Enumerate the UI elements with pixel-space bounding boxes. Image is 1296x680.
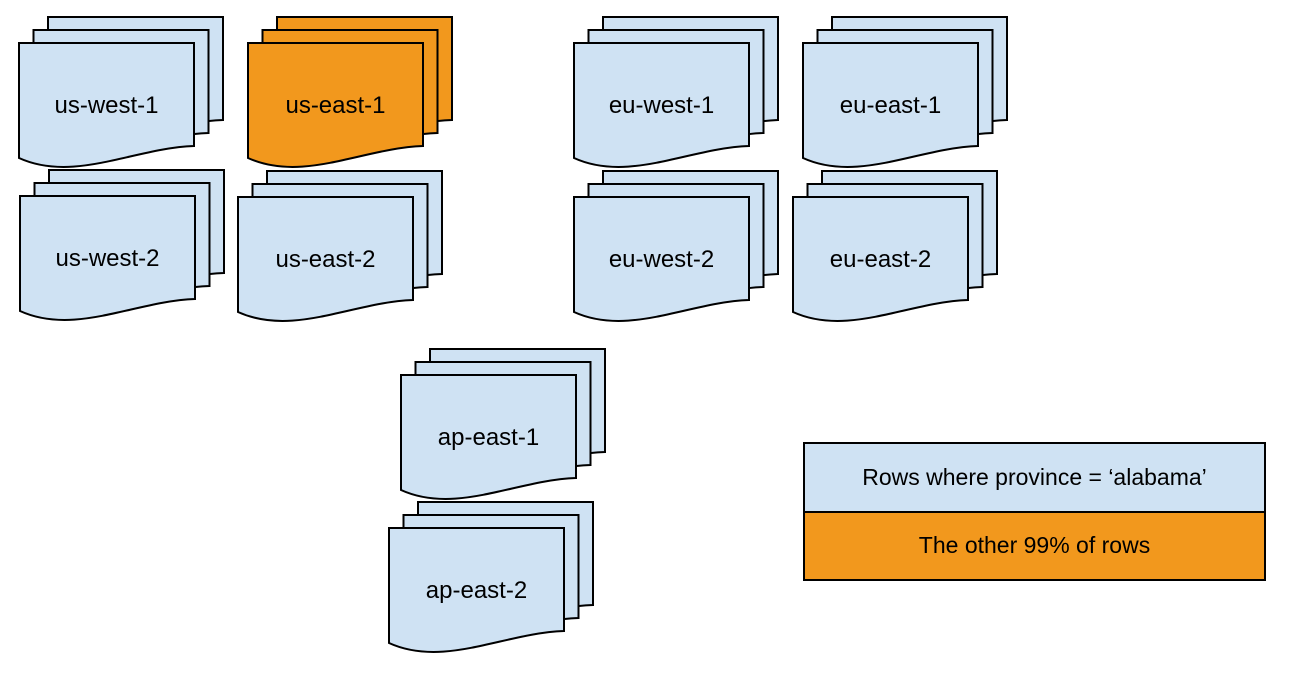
legend-item-label: Rows where province = ‘alabama’	[862, 463, 1207, 490]
document-stack-icon	[792, 170, 998, 322]
region-stack-eu-east-2: eu-east-2	[791, 169, 1001, 326]
document-front	[247, 42, 424, 168]
document-front	[18, 42, 195, 168]
document-front	[802, 42, 979, 168]
region-stack-eu-west-2: eu-west-2	[572, 169, 782, 326]
region-stack-eu-west-1: eu-west-1	[572, 15, 782, 172]
document-front	[792, 196, 969, 322]
legend-item: The other 99% of rows	[805, 512, 1264, 579]
region-stack-us-east-2: us-east-2	[236, 169, 446, 326]
document-stack-icon	[247, 16, 453, 168]
document-stack-icon	[573, 16, 779, 168]
document-front	[388, 527, 565, 653]
region-stack-us-west-2: us-west-2	[18, 168, 228, 325]
document-stack-icon	[400, 348, 606, 500]
document-front	[573, 42, 750, 168]
document-stack-icon	[237, 170, 443, 322]
region-stack-ap-east-2: ap-east-2	[387, 500, 597, 657]
document-front	[19, 195, 196, 321]
document-front	[573, 196, 750, 322]
region-stack-us-east-1: us-east-1	[246, 15, 456, 172]
document-front	[237, 196, 414, 322]
legend-item-label: The other 99% of rows	[918, 532, 1151, 559]
document-stack-icon	[18, 16, 224, 168]
document-stack-icon	[573, 170, 779, 322]
region-stack-us-west-1: us-west-1	[17, 15, 227, 172]
legend-item: Rows where province = ‘alabama’	[805, 444, 1264, 513]
document-stack-icon	[19, 169, 225, 321]
document-stack-icon	[802, 16, 1008, 168]
document-front	[400, 374, 577, 500]
region-stack-eu-east-1: eu-east-1	[801, 15, 1011, 172]
document-stack-icon	[388, 501, 594, 653]
region-stack-ap-east-1: ap-east-1	[399, 347, 609, 504]
legend: Rows where province = ‘alabama’ The othe…	[803, 442, 1266, 581]
